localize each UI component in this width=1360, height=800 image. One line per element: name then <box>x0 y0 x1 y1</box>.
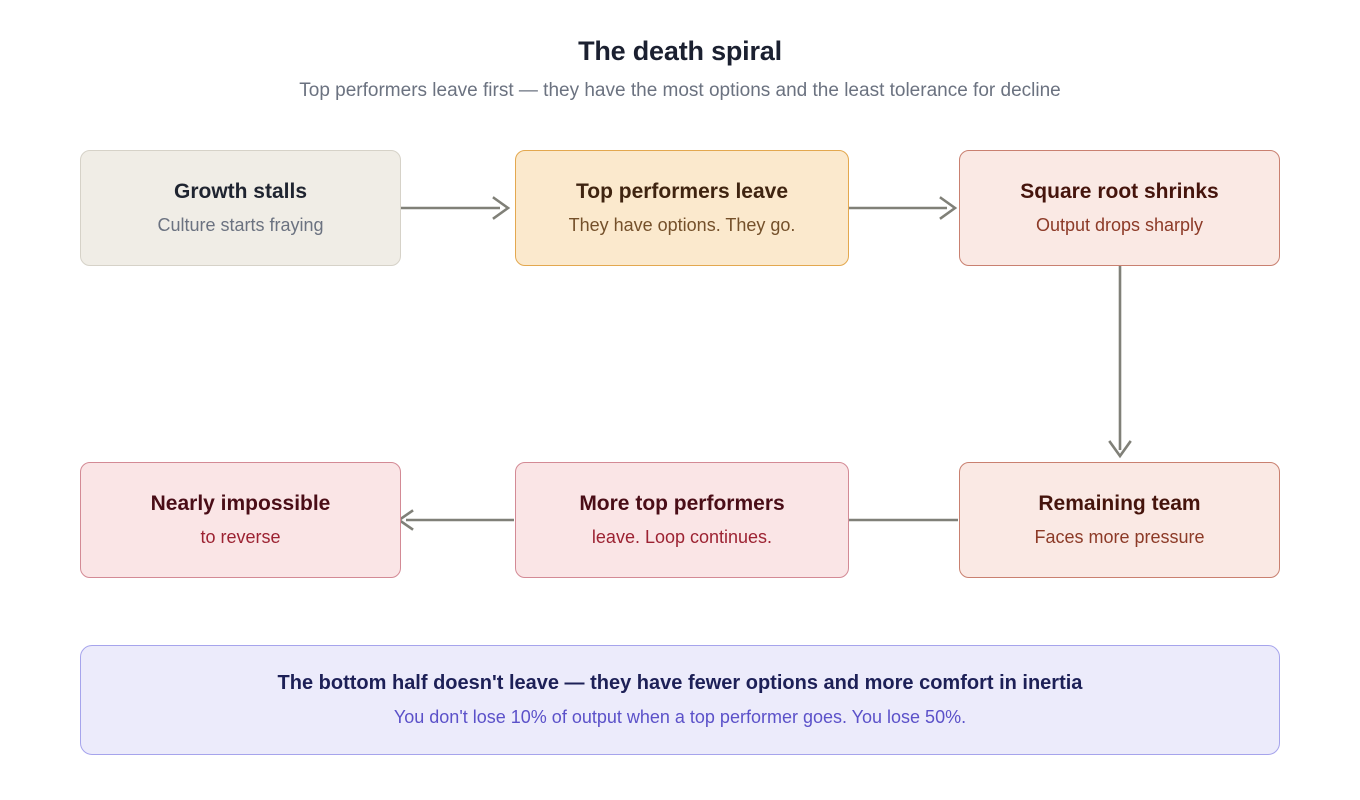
node-square-root-shrinks[interactable]: Square root shrinks Output drops sharply <box>959 150 1280 266</box>
node-title: Nearly impossible <box>150 492 331 516</box>
edge-square-root-shrinks-to-remaining-team <box>1108 266 1132 459</box>
node-top-performers-leave[interactable]: Top performers leave They have options. … <box>515 150 849 266</box>
node-more-top-performers[interactable]: More top performers leave. Loop continue… <box>515 462 849 578</box>
node-title: Remaining team <box>1038 492 1201 516</box>
node-title: Top performers leave <box>575 180 789 204</box>
page-title: The death spiral <box>578 36 782 66</box>
edge-top-performers-leave-to-square-root-shrinks <box>849 196 958 220</box>
node-subtitle: leave. Loop continues. <box>591 527 773 548</box>
callout-banner: The bottom half doesn't leave — they hav… <box>80 645 1280 755</box>
node-growth-stalls[interactable]: Growth stalls Culture starts fraying <box>80 150 401 266</box>
node-title: Square root shrinks <box>1020 180 1219 204</box>
header: The death spiral Top performers leave fi… <box>0 0 1360 102</box>
node-nearly-impossible[interactable]: Nearly impossible to reverse <box>80 462 401 578</box>
callout-detail: You don't lose 10% of output when a top … <box>393 707 967 728</box>
node-subtitle: They have options. They go. <box>568 215 796 236</box>
node-remaining-team[interactable]: Remaining team Faces more pressure <box>959 462 1280 578</box>
edge-more-top-performers-to-nearly-impossible <box>396 509 514 531</box>
node-subtitle: Culture starts fraying <box>157 215 324 236</box>
node-title: More top performers <box>579 492 785 516</box>
node-subtitle: Output drops sharply <box>1035 215 1204 236</box>
node-subtitle: to reverse <box>200 527 281 548</box>
node-subtitle: Faces more pressure <box>1034 527 1205 548</box>
edge-growth-stalls-to-top-performers-leave <box>401 196 511 220</box>
node-title: Growth stalls <box>173 180 308 204</box>
callout-headline: The bottom half doesn't leave — they hav… <box>277 672 1083 695</box>
page-subtitle: Top performers leave first — they have t… <box>299 80 1061 101</box>
